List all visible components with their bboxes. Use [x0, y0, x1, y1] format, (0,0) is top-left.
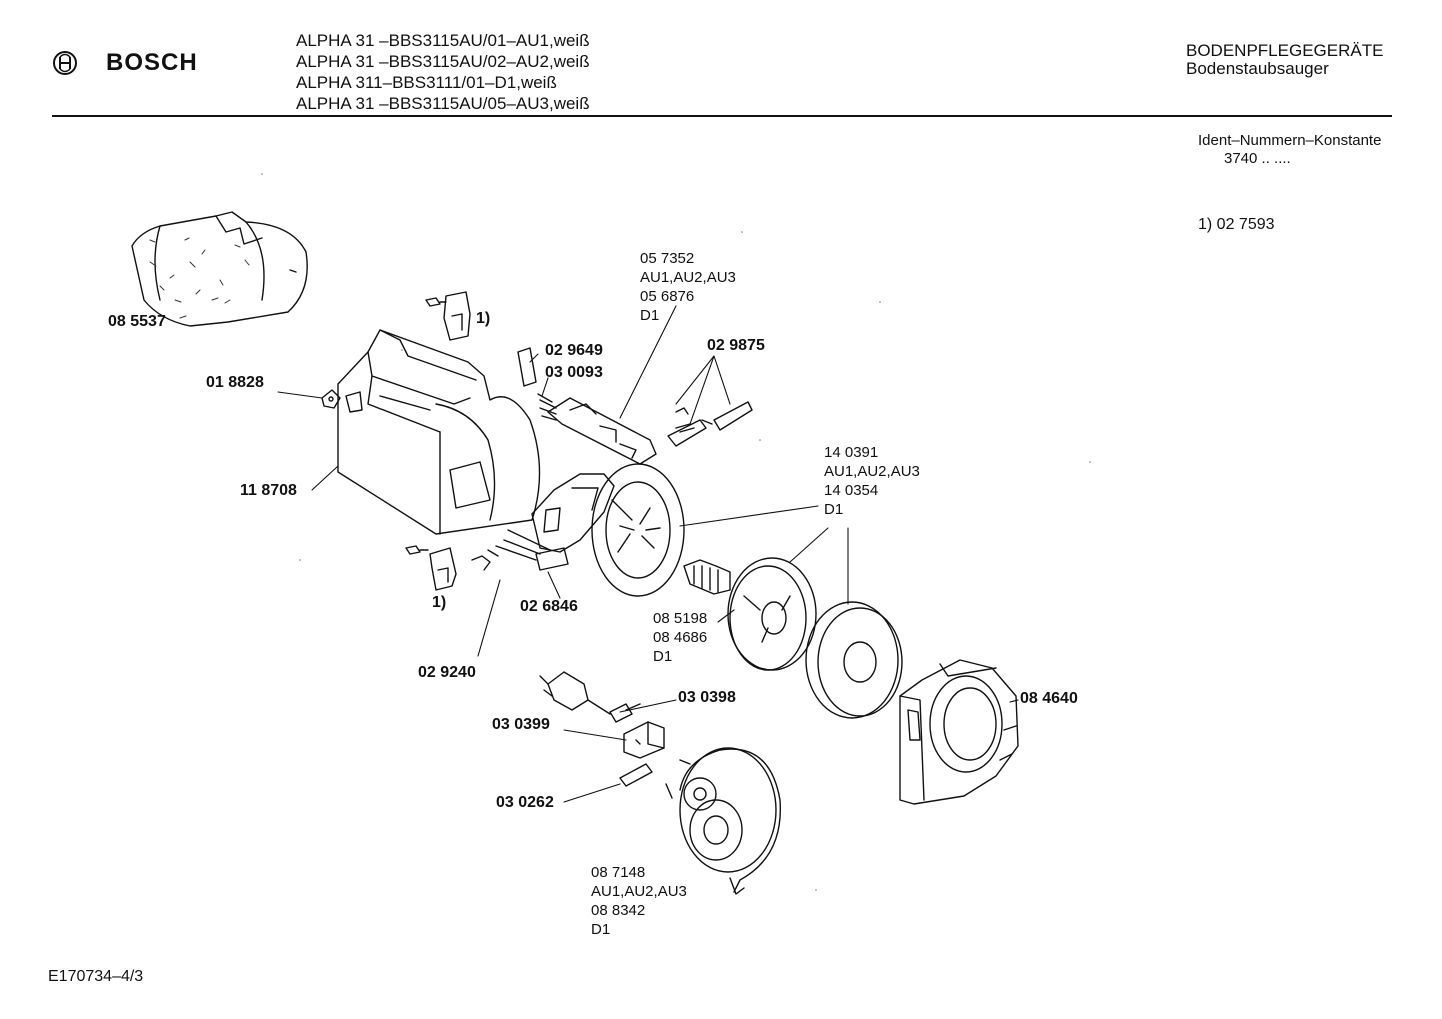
leader-lines	[277, 305, 1019, 803]
category-subtitle: Bodenstaubsauger	[1186, 59, 1329, 78]
capacitor-part	[471, 529, 569, 571]
part-label-057352-3: 05 6876	[640, 288, 695, 305]
brand-name: BOSCH	[106, 49, 198, 76]
part-label-030398: 03 0398	[678, 689, 736, 706]
holder-top-part	[425, 291, 471, 341]
part-label-029649: 02 9649	[545, 342, 603, 359]
part-label-085198-1: 08 5198	[653, 610, 708, 627]
switch-board-part	[537, 393, 657, 465]
fan-disc-part	[805, 601, 903, 719]
part-label-118708: 11 8708	[240, 482, 297, 499]
document-code: E170734–4/3	[48, 968, 144, 985]
motor-cover-part	[899, 659, 1019, 805]
ident-value: 3740 .. ....	[1224, 150, 1291, 167]
part-label-029875: 02 9875	[707, 337, 765, 354]
footnote-marker-bottom: 1)	[432, 594, 447, 611]
holder-bottom-part	[405, 545, 457, 591]
cable-sleeve-part	[609, 703, 633, 723]
part-label-029240: 02 9240	[418, 664, 476, 681]
motor-housing-part	[337, 329, 541, 535]
part-label-140391-1: 14 0391	[824, 444, 879, 461]
part-label-085198-3: D1	[653, 648, 673, 665]
part-label-030262: 03 0262	[496, 794, 554, 811]
filter-sheet-part	[131, 211, 308, 327]
footnote-marker-top: 1)	[476, 310, 491, 327]
part-label-085198-2: 08 4686	[653, 629, 708, 646]
model-line-4: ALPHA 31 –BBS3115AU/05–AU3,weiß	[296, 94, 590, 113]
part-label-140391-2: AU1,AU2,AU3	[824, 463, 920, 480]
power-plug-part	[539, 671, 611, 715]
plate-part	[517, 347, 537, 387]
cable-reel-part	[665, 747, 782, 895]
part-label-057352-2: AU1,AU2,AU3	[640, 269, 736, 286]
part-label-030399: 03 0399	[492, 716, 550, 733]
header-rule	[52, 115, 1392, 117]
part-label-087148-4: D1	[591, 921, 611, 938]
part-label-087148-3: 08 8342	[591, 902, 646, 919]
category-title: BODENPFLEGEGERÄTE	[1186, 41, 1384, 60]
pin-part	[619, 763, 653, 787]
part-label-140391-4: D1	[824, 501, 844, 518]
part-label-030093: 03 0093	[545, 364, 603, 381]
model-line-3: ALPHA 311–BBS3111/01–D1,weiß	[296, 73, 557, 92]
bosch-logo-icon	[52, 50, 78, 81]
part-label-018828: 01 8828	[206, 374, 264, 391]
part-label-085537: 08 5537	[108, 313, 166, 330]
part-label-140391-3: 14 0354	[824, 482, 879, 499]
carbon-brushes-part	[667, 401, 753, 447]
part-label-057352-1: 05 7352	[640, 250, 695, 267]
terminal-part	[623, 721, 665, 759]
part-label-057352-4: D1	[640, 307, 660, 324]
part-label-087148-2: AU1,AU2,AU3	[591, 883, 687, 900]
model-line-1: ALPHA 31 –BBS3115AU/01–AU1,weiß	[296, 31, 590, 50]
part-label-087148-1: 08 7148	[591, 864, 646, 881]
part-label-026846: 02 6846	[520, 598, 578, 615]
ident-label: Ident–Nummern–Konstante	[1198, 132, 1382, 149]
clip-part	[321, 389, 341, 409]
model-line-2: ALPHA 31 –BBS3115AU/02–AU2,weiß	[296, 52, 590, 71]
motor-stator-part	[531, 463, 685, 597]
part-label-084640: 08 4640	[1020, 690, 1078, 707]
ident-note: 1) 02 7593	[1198, 216, 1275, 233]
